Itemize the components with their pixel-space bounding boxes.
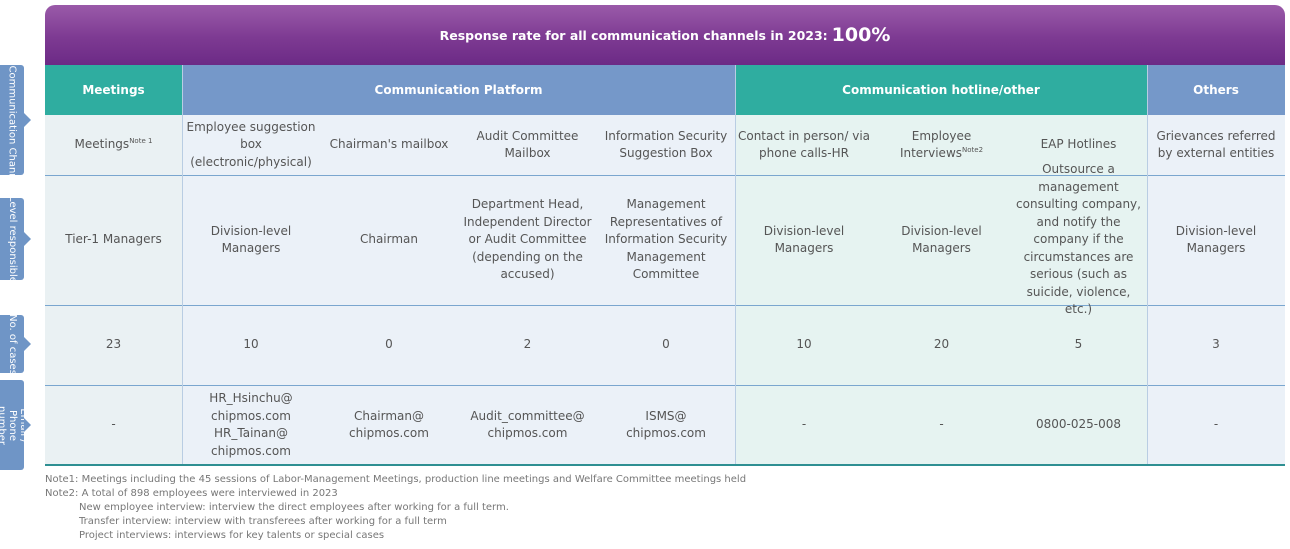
cases-cell: 0: [662, 337, 670, 352]
column-divider: [182, 65, 183, 465]
cases-cell: 23: [105, 337, 122, 352]
channel-cell: Grievances referred by external entities: [1156, 128, 1276, 161]
level-cell: Department Head, Independent Director or…: [463, 197, 592, 282]
footnote-2: Note2: A total of 898 employees were int…: [45, 488, 338, 499]
channel-cell: Contact in person/ via phone calls-HR: [737, 128, 871, 161]
response-rate-banner: Response rate for all communication chan…: [45, 5, 1285, 65]
contact-cell: Audit_committee@ chipmos.com: [470, 408, 585, 441]
hotline-column-tint: [735, 115, 1147, 465]
footnote-2-item: New employee interview: interview the di…: [79, 502, 509, 513]
contact-cell: HR_Hsinchu@ chipmos.com HR_Tainan@ chipm…: [209, 391, 293, 458]
contact-cell: -: [939, 417, 944, 432]
side-tab-level-responsible: Level responsible: [0, 196, 31, 282]
level-cell: Tier-1 Managers: [65, 232, 162, 247]
column-divider: [1147, 65, 1148, 465]
cases-cell: 2: [523, 337, 532, 352]
channel-cell: Employee InterviewsNote2: [899, 128, 984, 161]
level-cell: Management Representatives of Informatio…: [604, 197, 728, 282]
side-tab-no-of-cases: No. of cases: [0, 314, 31, 374]
level-cell: Division-level Managers: [763, 223, 845, 256]
header-others: Others: [1147, 65, 1285, 115]
channel-cell: MeetingsNote 1: [74, 137, 153, 152]
level-cell: Division-level Managers: [901, 223, 982, 256]
contact-cell: ISMS@ chipmos.com: [626, 408, 706, 441]
level-cell: Division-level Managers: [1175, 223, 1257, 256]
cases-cell: 20: [933, 337, 950, 352]
channel-cell: Chairman's mailbox: [329, 137, 449, 152]
banner-title: Response rate for all communication chan…: [439, 27, 828, 43]
table-bottom-rule: [45, 464, 1285, 466]
row-divider: [45, 305, 1285, 306]
level-cell: Division-level Managers: [210, 223, 292, 256]
contact-cell: -: [1213, 417, 1219, 432]
footnote-2-item: Project interviews: interviews for key t…: [79, 530, 385, 541]
channel-cell: Audit Committee Mailbox: [476, 128, 579, 161]
row-divider: [45, 175, 1285, 176]
channel-cell: Employee suggestion box (electronic/phys…: [186, 119, 316, 169]
contact-cell: Chairman@ chipmos.com: [349, 408, 429, 441]
contact-cell: 0800-025-008: [1035, 417, 1121, 432]
channel-cell: Information Security Suggestion Box: [604, 128, 728, 161]
contact-cell: -: [801, 417, 807, 432]
footnote-1: Note1: Meetings including the 45 session…: [45, 474, 747, 485]
channel-cell: EAP Hotlines: [1040, 137, 1117, 152]
level-cell: Outsource a management consulting compan…: [1016, 162, 1141, 316]
footnote-2-item: Transfer interview: interview with trans…: [79, 516, 447, 527]
header-communication-hotline: Communication hotline/other: [735, 65, 1147, 115]
meetings-column-tint: [45, 115, 182, 465]
footnotes: Note1: Meetings including the 45 session…: [45, 473, 746, 543]
cases-cell: 0: [385, 337, 393, 352]
cases-cell: 10: [796, 337, 812, 352]
banner-value: 100%: [831, 24, 891, 46]
cases-cell: 10: [243, 337, 259, 352]
side-tab-email-phone: Email / Phone number: [0, 380, 31, 470]
header-meetings: Meetings: [45, 65, 182, 115]
header-communication-platform: Communication Platform: [182, 65, 735, 115]
cases-cell: 5: [1074, 337, 1083, 352]
row-divider: [45, 385, 1285, 386]
cases-cell: 3: [1212, 337, 1220, 352]
column-divider: [735, 65, 736, 465]
side-tab-communication-channels: Communication Channels: [0, 65, 31, 193]
level-cell: Chairman: [359, 232, 419, 247]
contact-cell: -: [111, 417, 116, 432]
